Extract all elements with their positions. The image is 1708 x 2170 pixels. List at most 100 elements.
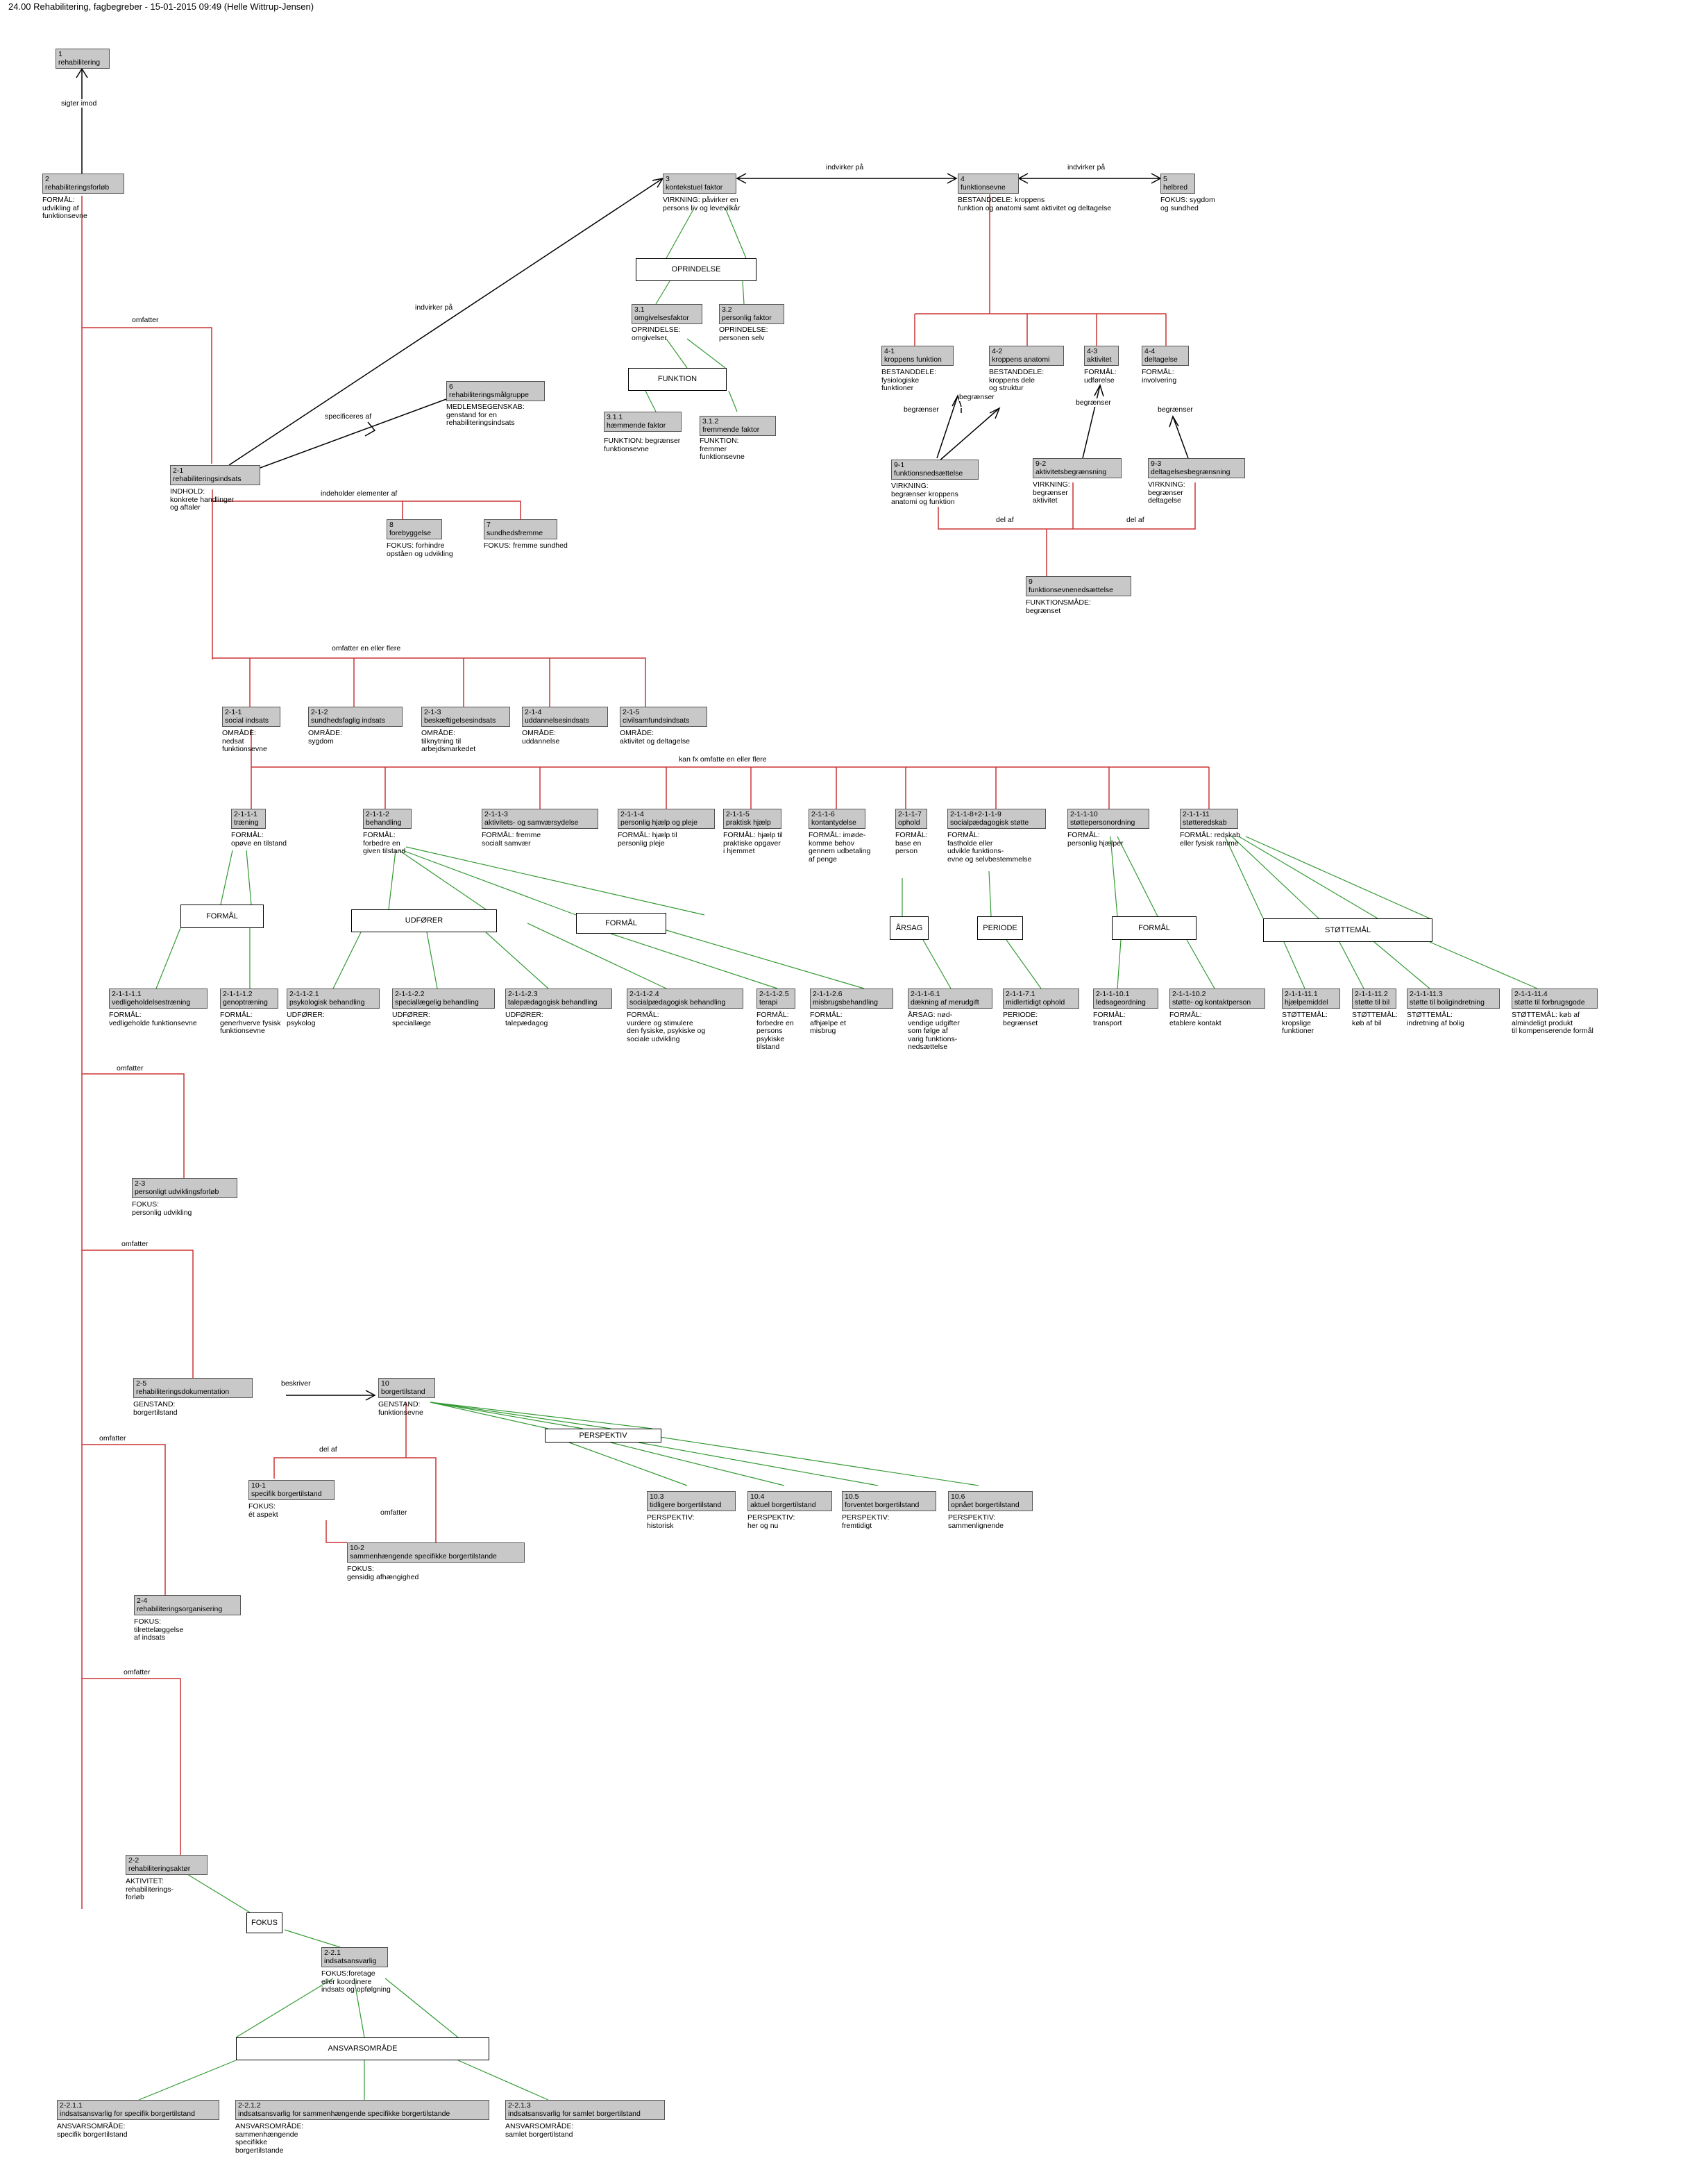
concept-2-1-1-2-4-characteristic: FORMÅL: vurdere og stimulere den fysiske… [627,1011,706,1043]
concept-number: 4-3 [1087,347,1098,355]
concept-term: kontekstuel faktor [666,183,723,192]
criterion-box-arsag[interactable]: ÅRSAG [890,916,929,940]
criterion-box-stottemal[interactable]: STØTTEMÅL [1263,918,1432,942]
concept-2-1-1-7-1-characteristic: PERIODE: begrænset [1003,1011,1038,1027]
concept-10-3-characteristic: PERSPEKTIV: historisk [647,1513,695,1530]
concept-number: 2-1-1-2.1 [289,990,319,998]
criterion-box-oprindelse[interactable]: OPRINDELSE [636,258,756,281]
criterion-box-perspektiv[interactable]: PERSPEKTIV [545,1429,661,1443]
concept-number: 2-1-1-11.4 [1514,990,1548,998]
concept-term: socialpædagogisk behandling [629,998,726,1007]
concept-2-4-characteristic: FOKUS: tilrettelæggelse af indsats [134,1617,184,1642]
criterion-box-formal[interactable]: FORMÅL [1112,916,1197,940]
concept-number: 2-4 [137,1597,148,1605]
relation-label: omfatter [124,1668,151,1676]
concept-9-3-characteristic: VIRKNING: begrænser deltagelse [1148,480,1185,505]
criterion-box-ansvarsomrade[interactable]: ANSVARSOMRÅDE [236,2037,489,2060]
concept-number: 10-2 [350,1544,365,1552]
criterion-box-periode[interactable]: PERIODE [977,916,1023,940]
concept-term: borgertilstand [381,1388,425,1396]
concept-2-2-1-3-characteristic: ANSVARSOMRÅDE: samlet borgertilstand [505,2122,574,2139]
criterion-box-formal[interactable]: FORMÅL [180,905,264,928]
criterion-box-udforer[interactable]: UDFØRER [351,909,497,932]
criterion-box-formal[interactable]: FORMÅL [576,913,666,934]
criterion-box-funktion[interactable]: FUNKTION [628,368,727,391]
concept-term: vedligeholdelsestræning [112,998,191,1007]
concept-number: 10.4 [750,1492,765,1501]
relation-label: begrænser [1158,405,1193,414]
concept-number: 3.1 [634,305,645,314]
concept-number: 2-1-5 [623,708,640,716]
criterion-box-fokus[interactable]: FOKUS [246,1912,282,1933]
concept-number: 10 [381,1379,389,1388]
